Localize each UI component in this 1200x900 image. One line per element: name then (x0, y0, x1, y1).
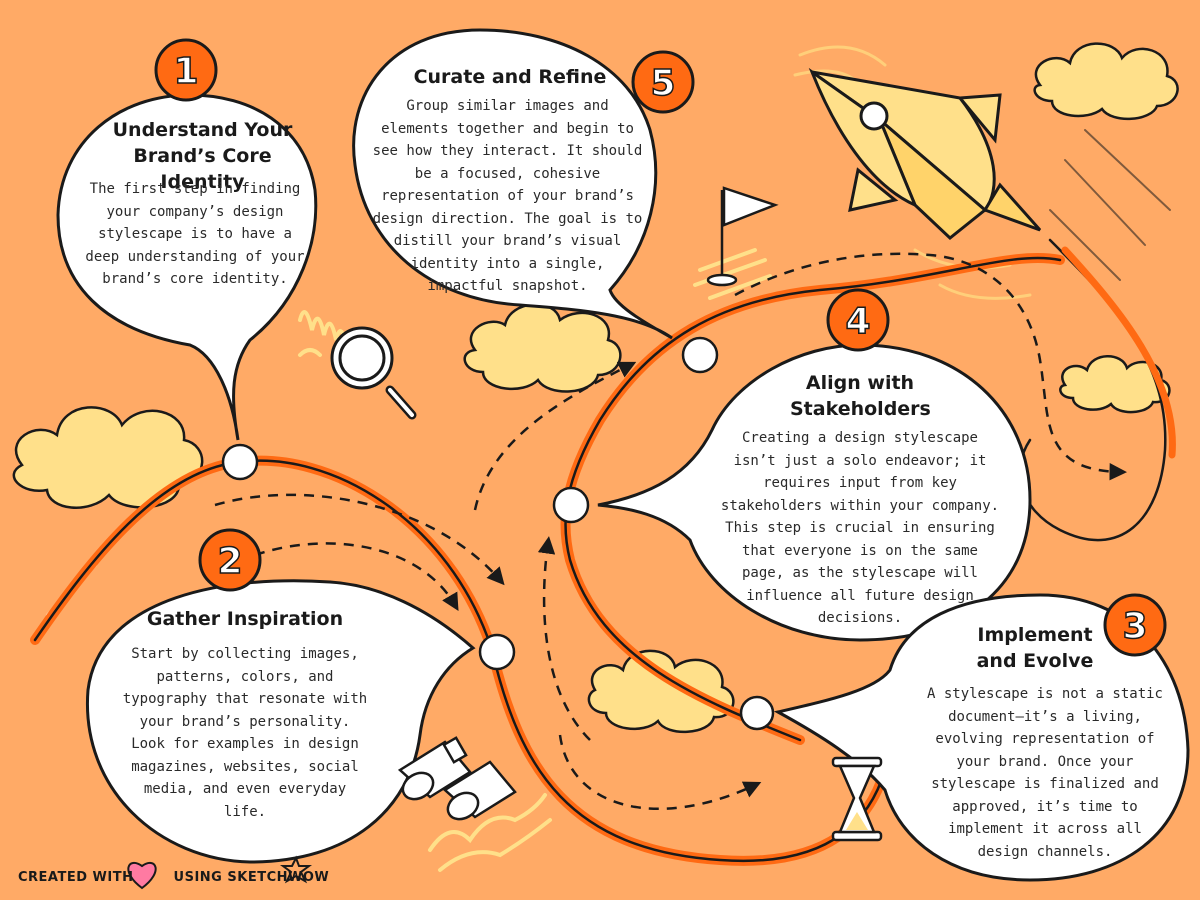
cloud-icon (463, 303, 622, 393)
step-badge-3: 3 (1103, 593, 1167, 657)
step-badge-4: 4 (826, 288, 890, 352)
bubble-step-4 (597, 343, 1032, 642)
route-nodes (221, 336, 775, 731)
step-number-1: 1 (173, 51, 198, 92)
cloud-icon (1059, 355, 1171, 414)
star-doodle (280, 855, 312, 884)
binoculars-icon (397, 736, 517, 821)
step-badge-1: 1 (154, 38, 218, 102)
bubble-step-2 (85, 579, 476, 864)
step-2-title: Gather Inspiration (146, 608, 344, 630)
rocket-icon (808, 67, 1042, 240)
step-3-body: A stylescape is not a static document—it… (926, 686, 1163, 860)
step-1-body: The first step in finding your company’s… (85, 181, 305, 287)
step-3-title: Implement and Evolve (976, 624, 1094, 672)
decorative-strokes (46, 45, 1171, 872)
hourglass-icon (831, 756, 883, 842)
bubble-step-3 (773, 593, 1190, 882)
dashed-arrows (214, 252, 1127, 811)
step-5-body: Group similar images and elements togeth… (372, 98, 643, 294)
cloud-icon (12, 406, 204, 509)
step-number-4: 4 (845, 301, 870, 342)
step-badge-2: 2 (198, 528, 262, 592)
bubble-step-5 (352, 28, 673, 340)
step-5-title: Curate and Refine (413, 66, 607, 88)
step-number-3: 3 (1122, 606, 1147, 647)
flag-icon (706, 186, 779, 287)
footer-credit: CREATED WITH USING SKETCHWOW (18, 870, 329, 885)
cloud-icon (1033, 42, 1179, 121)
footer-suffix: USING SKETCHWOW (173, 870, 330, 885)
step-2-body: Start by collecting images, patterns, co… (122, 646, 368, 820)
step-1-title: Understand Your Brand’s Core Identity (112, 119, 293, 193)
magnifier-icon (330, 326, 417, 420)
footer-prefix: CREATED WITH (18, 870, 134, 885)
cloud-icon (587, 649, 735, 734)
step-4-title: Align with Stakeholders (790, 372, 931, 420)
step-number-5: 5 (650, 63, 675, 104)
step-4-body: Creating a design stylescape isn’t just … (720, 430, 1000, 626)
step-number-2: 2 (217, 541, 242, 582)
heart-icon (127, 861, 157, 890)
step-badge-5: 5 (631, 50, 695, 114)
